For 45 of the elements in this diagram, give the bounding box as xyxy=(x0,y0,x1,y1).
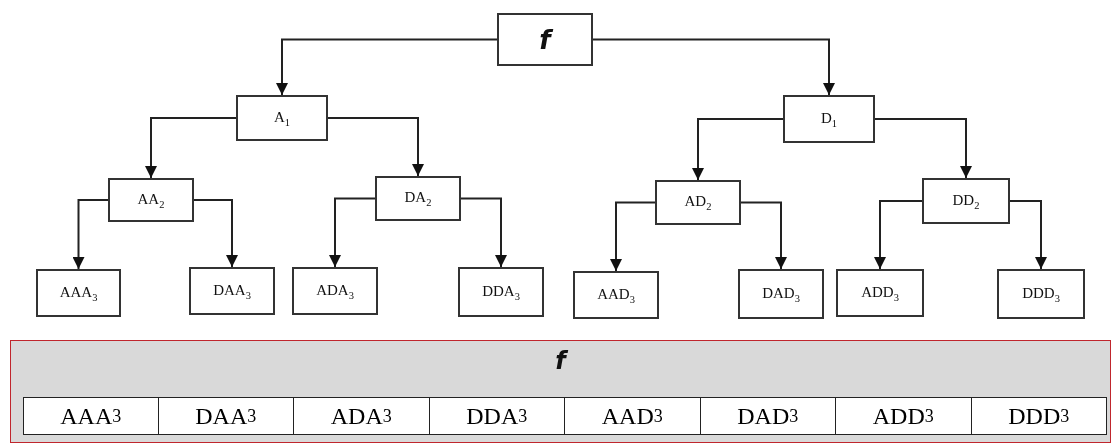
tree-node-box xyxy=(738,269,824,319)
node-label: AAA$_{3}$ xyxy=(59,283,98,303)
arrow xyxy=(276,38,498,96)
tree-node-box xyxy=(236,95,328,141)
arrow xyxy=(740,201,787,270)
arrow xyxy=(193,199,238,268)
tree-node-box xyxy=(497,13,593,66)
node-label: DDD$_{3}$ xyxy=(1022,284,1060,304)
table-heading: f xyxy=(554,347,569,375)
node-label: DD$_{2}$ xyxy=(952,191,980,211)
arrow xyxy=(329,197,376,268)
arrow xyxy=(610,201,656,272)
tree-node-box xyxy=(189,267,275,315)
tree-node-box xyxy=(108,178,194,222)
tree-node-box xyxy=(997,269,1085,319)
tree-node-box xyxy=(458,267,544,317)
node-label: A$_{1}$ xyxy=(273,108,291,128)
tree-node-box xyxy=(573,271,659,319)
tree-node-box xyxy=(292,267,378,315)
arrow xyxy=(874,118,972,179)
node-label: AA$_{2}$ xyxy=(137,190,165,210)
arrow xyxy=(874,200,923,270)
node-label: DDA$_{3}$ xyxy=(482,282,520,302)
tree-node-box xyxy=(922,178,1010,224)
node-label: ADD$_{3}$ xyxy=(861,283,899,303)
tree-node-box xyxy=(655,180,741,225)
arrow xyxy=(460,197,507,268)
arrow xyxy=(1009,200,1047,270)
arrow xyxy=(145,117,237,179)
arrow xyxy=(72,199,109,270)
node-label: DAA$_{3}$ xyxy=(213,281,251,301)
tree-node-box xyxy=(836,269,924,317)
node-label: AD$_{2}$ xyxy=(684,193,712,212)
tree-node-box xyxy=(783,95,875,143)
tree-node-box xyxy=(36,269,121,317)
node-label: DA$_{2}$ xyxy=(404,189,432,208)
arrow xyxy=(327,117,424,177)
node-label: ADA$_{3}$ xyxy=(316,281,354,301)
node-label: AAD$_{3}$ xyxy=(597,285,635,305)
table-panel xyxy=(10,340,1111,443)
tree-node-box xyxy=(375,176,461,221)
arrow xyxy=(592,38,835,96)
node-label: DAD$_{3}$ xyxy=(762,284,800,304)
node-label: D$_{1}$ xyxy=(820,109,838,129)
arrow xyxy=(692,118,784,181)
